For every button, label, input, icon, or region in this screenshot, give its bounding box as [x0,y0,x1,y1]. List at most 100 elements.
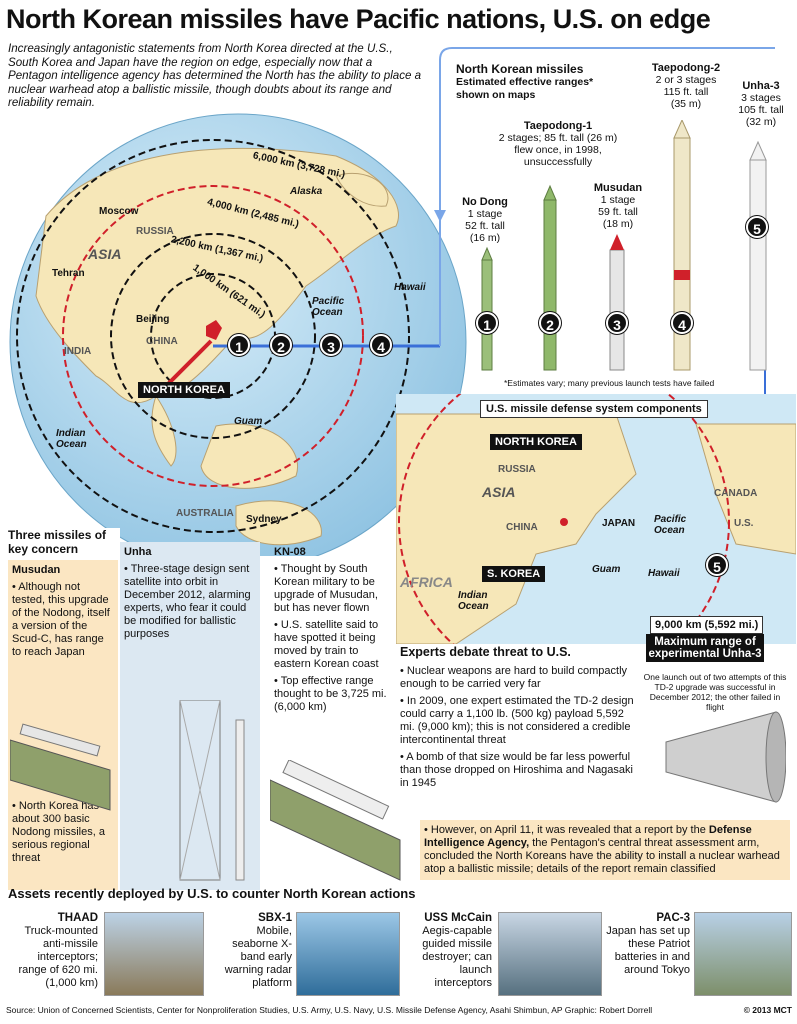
missiles-heading: North Korean missiles [456,62,584,76]
place-hawaii: Hawaii [394,282,426,293]
musudan-bullet-1: • Although not tested, this upgrade of t… [12,581,110,658]
missile-desc: 1 stage 59 ft. tall (18 m) [598,194,638,230]
footer-copyright: © 2013 MCT [743,1005,792,1015]
place-asia: ASIA [88,246,122,262]
place-sydney: Sydney [246,514,282,525]
defense-legend: U.S. missile defense system components [480,400,708,418]
missile-5-badge: 5 [746,216,768,238]
missiles-footnote: *Estimates vary; many previous launch te… [504,378,715,388]
asset-desc: Mobile, seaborne X-band early warning ra… [224,925,292,989]
place-india: INDIA [64,346,92,357]
intro-text: Increasingly antagonistic statements fro… [8,42,422,109]
page-title: North Korean missiles have Pacific natio… [6,4,711,34]
dia-text-pre: • However, on April 11, it was revealed … [424,824,709,836]
range-5-badge: 5 [706,554,728,576]
place-alaska: Alaska [290,186,323,197]
missile-name: Taepodong-2 [651,62,721,74]
place-china: CHINA [146,336,178,347]
missiles-heading-block: North Korean missiles Estimated effectiv… [456,62,626,102]
column-drawings [10,700,245,881]
missile-taepodong-2: Taepodong-2 2 or 3 stages 115 ft. tall (… [646,62,726,110]
place-asia-2: ASIA [482,484,516,500]
asset-desc: Japan has set up these Patriot batteries… [606,925,690,976]
defense-map: U.S. missile defense system components N… [396,394,796,644]
place-indian-ocean: Indian Ocean [56,428,87,450]
key-concern-heading: Three missiles of key concern [8,528,120,556]
missiles-subheading: Estimated effective ranges* shown on map… [456,76,594,101]
missile-name: Musudan [593,182,643,194]
range-globe: Moscow Tehran RUSSIA ASIA INDIA CHINA Be… [6,96,546,556]
place-pacific-ocean-2: Pacific Ocean [654,514,687,536]
unha-bullet-1: • Three-stage design sent satellite into… [124,563,251,640]
missile-name: No Dong [462,196,508,208]
kn08-bullet-1: • Thought by South Korean military to be… [274,563,378,614]
asset-name: USS McCain [424,912,492,924]
place-guam-2: Guam [592,564,621,575]
missile-2-badge: 2 [539,312,561,334]
musudan-bullet-2: • North Korea has about 300 basic Nodong… [12,800,105,864]
footer: Source: Union of Concerned Scientists, C… [6,1005,792,1015]
place-canada: CANADA [714,488,758,499]
kn08-launcher-drawing [270,760,401,881]
unha-tower-drawing [179,700,245,881]
place-indian-ocean-2: Indian Ocean [458,590,489,612]
experts-bullet-2: • In 2009, one expert estimated the TD-2… [400,695,634,746]
defense-map-graphic [396,394,796,644]
asset-name: THAAD [57,912,98,924]
experts-section: Experts debate threat to U.S. • Nuclear … [400,646,640,794]
sbx1-photo [296,912,400,996]
missile-unha-3: Unha-3 3 stages 105 ft. tall (32 m) [728,80,794,128]
uss-mccain-photo [498,912,602,996]
ring-3-badge: 3 [320,334,342,356]
missile-drawings [481,120,767,371]
missile-name: Unha-3 [742,80,780,92]
ring-2-badge: 2 [270,334,292,356]
place-japan: JAPAN [602,518,636,529]
place-hawaii-2: Hawaii [648,568,680,579]
place-china-2: CHINA [506,522,538,533]
missile-name: Taepodong-1 [523,120,593,132]
experts-bullet-1: • Nuclear weapons are hard to build comp… [400,665,628,690]
experts-heading: Experts debate threat to U.S. [400,645,571,659]
dia-text-post: the Pentagon's central threat assessment… [424,837,780,875]
place-australia: AUSTRALIA [176,508,234,519]
missile-1-badge: 1 [476,312,498,334]
experts-bullet-3: • A bomb of that size would be far less … [400,751,633,789]
place-moscow: Moscow [99,206,139,217]
kn08-bullet-2: • U.S. satellite said to have spotted it… [274,619,379,670]
missile-desc: 3 stages 105 ft. tall (32 m) [738,92,784,128]
asset-name: PAC-3 [656,912,690,924]
place-tehran: Tehran [52,268,85,279]
place-africa: AFRICA [400,574,453,590]
place-beijing: Beijing [136,314,170,325]
missile-desc: 2 or 3 stages 115 ft. tall (35 m) [655,74,717,110]
place-pacific-ocean: Pacific Ocean [312,296,345,318]
footer-source: Source: Union of Concerned Scientists, C… [6,1005,653,1015]
musudan-column-title: Musudan [12,564,61,576]
warhead-drawing [665,711,786,803]
asset-name: SBX-1 [258,912,292,924]
asset-sbx1: SBX-1 Mobile, seaborne X-band early warn… [212,912,292,990]
ring-1-badge: 1 [228,334,250,356]
kn08-bullet-3: • Top effective range thought to be 3,72… [274,675,387,713]
missile-3-badge: 3 [606,312,628,334]
kn08-column: KN-08 • Thought by South Korean military… [270,542,400,890]
missile-4-badge: 4 [671,312,693,334]
missile-taepodong-1: Taepodong-1 2 stages; 85 ft. tall (26 m)… [498,120,618,168]
place-guam: Guam [234,416,263,427]
asset-pac3: PAC-3 Japan has set up these Patriot bat… [606,912,690,977]
ring-4-badge: 4 [370,334,392,356]
dia-highlight: • However, on April 11, it was revealed … [420,820,790,880]
range-value: 9,000 km (5,592 mi.) [650,616,764,634]
musudan-rocket [609,234,625,371]
range-note: One launch out of two attempts of this T… [643,672,787,712]
thaad-photo [104,912,204,996]
south-korea-tag: S. KOREA [482,566,546,582]
place-russia-2: RUSSIA [498,464,536,475]
musudan-launcher-drawing [10,723,111,811]
missile-no-dong: No Dong 1 stage 52 ft. tall (16 m) [454,196,516,244]
asset-desc: Truck-mounted anti-missile interceptors;… [18,925,99,989]
place-us: U.S. [734,518,754,529]
unha-column-title: Unha [124,546,152,558]
asset-desc: Aegis-capable guided missile destroyer; … [422,925,492,989]
